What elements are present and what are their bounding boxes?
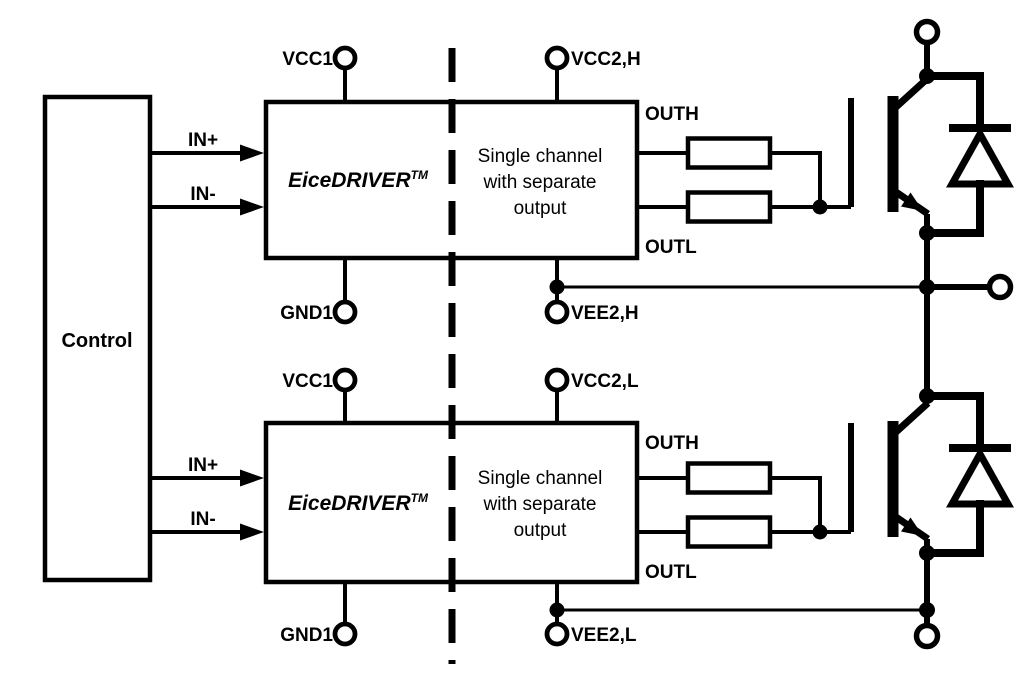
driver-description-line2-low: with separate bbox=[482, 494, 596, 515]
in-minus-arrow-icon bbox=[240, 523, 264, 541]
pin-label-vcc1-low: VCC1 bbox=[282, 371, 333, 392]
vcc2l-terminal bbox=[544, 367, 570, 393]
pin-label-in-minus-low: IN- bbox=[190, 509, 215, 530]
vcc1-terminal-high bbox=[332, 45, 358, 71]
diode-anode-wire-high bbox=[923, 180, 984, 237]
driver-box-low bbox=[263, 420, 640, 585]
diode-triangle-high bbox=[946, 126, 1014, 188]
phase-output-terminal bbox=[986, 273, 1014, 301]
pin-label-outh-low: OUTH bbox=[645, 433, 699, 454]
pin-label-vcc2h: VCC2,H bbox=[571, 49, 641, 70]
driver-description-line3-low: output bbox=[514, 520, 568, 541]
pin-label-in-minus-high: IN- bbox=[190, 184, 215, 205]
driver-description-line1-low: Single channel bbox=[478, 468, 603, 489]
pin-label-gnd1-high: GND1 bbox=[280, 303, 333, 324]
igbt-low bbox=[848, 388, 941, 650]
vcc1-terminal-low bbox=[332, 367, 358, 393]
diode-triangle-low bbox=[946, 446, 1014, 508]
driver-description-line2-high: with separate bbox=[482, 172, 596, 193]
pin-label-outl-high: OUTL bbox=[645, 237, 697, 258]
igbt-emitter-arrow-icon bbox=[901, 192, 923, 211]
junction-dot bbox=[812, 199, 828, 215]
gate-resistor-outl-low bbox=[685, 515, 773, 549]
igbt-emitter-arrow-icon bbox=[901, 517, 923, 536]
gate-resistor-outl-high bbox=[685, 190, 773, 224]
in-minus-arrow-icon bbox=[240, 198, 264, 216]
igbt-collector-lead-high bbox=[893, 75, 931, 110]
pin-label-vee2h: VEE2,H bbox=[571, 303, 639, 324]
freewheel-diode-low bbox=[923, 392, 1014, 557]
phase-output-node bbox=[919, 273, 1014, 301]
vee2h-terminal bbox=[544, 299, 570, 325]
gnd1-terminal-high bbox=[332, 299, 358, 325]
control-block: Control bbox=[42, 94, 153, 583]
driver-channel-low: IN+ IN- VCC1 VCC2,L GND1 VEE2,L EiceDRIV… bbox=[150, 367, 927, 647]
driver-description-line1-high: Single channel bbox=[478, 146, 603, 167]
in-plus-arrow-icon bbox=[240, 469, 264, 487]
diode-cathode-wire-high bbox=[923, 72, 984, 128]
control-box bbox=[42, 94, 153, 583]
vcc2h-terminal bbox=[544, 45, 570, 71]
diode-cathode-wire-low bbox=[923, 392, 984, 448]
control-label: Control bbox=[61, 330, 132, 352]
pin-label-in-plus-low: IN+ bbox=[188, 455, 218, 476]
in-plus-arrow-icon bbox=[240, 144, 264, 162]
pin-label-outl-low: OUTL bbox=[645, 562, 697, 583]
igbt-collector-lead-low bbox=[893, 400, 931, 435]
driver-channel-high: IN+ IN- VCC1 VCC2,H GND1 VEE2,H EiceDRIV… bbox=[150, 45, 927, 325]
driver-brand-text-low: EiceDRIVER bbox=[288, 492, 411, 515]
freewheel-diode-high bbox=[923, 72, 1014, 237]
pin-label-gnd1-low: GND1 bbox=[280, 625, 333, 646]
pin-label-in-plus-high: IN+ bbox=[188, 130, 218, 151]
pin-label-vee2l: VEE2,L bbox=[571, 625, 637, 646]
outh-return-wire-high bbox=[770, 151, 822, 207]
pin-label-outh-high: OUTH bbox=[645, 104, 699, 125]
pin-label-vcc1-high: VCC1 bbox=[282, 49, 333, 70]
driver-brand-high: EiceDRIVERTM bbox=[288, 168, 429, 192]
driver-description-line3-high: output bbox=[514, 198, 568, 219]
junction-dot bbox=[812, 524, 828, 540]
gnd1-terminal-low bbox=[332, 621, 358, 647]
diode-anode-wire-low bbox=[923, 500, 984, 557]
dc-plus-terminal bbox=[913, 18, 941, 46]
pin-label-vcc2l: VCC2,L bbox=[571, 371, 639, 392]
driver-brand-low: EiceDRIVERTM bbox=[288, 491, 429, 515]
junction-dot bbox=[919, 602, 935, 618]
dc-minus-terminal bbox=[913, 622, 941, 650]
driver-brand-tm-high: TM bbox=[411, 168, 429, 182]
driver-brand-text-high: EiceDRIVER bbox=[288, 169, 411, 192]
gate-resistor-outh-high bbox=[685, 136, 773, 170]
driver-brand-tm-low: TM bbox=[411, 491, 429, 505]
vee2l-terminal bbox=[544, 621, 570, 647]
outh-return-wire-low bbox=[770, 476, 822, 532]
gate-resistor-outh-low bbox=[685, 461, 773, 495]
